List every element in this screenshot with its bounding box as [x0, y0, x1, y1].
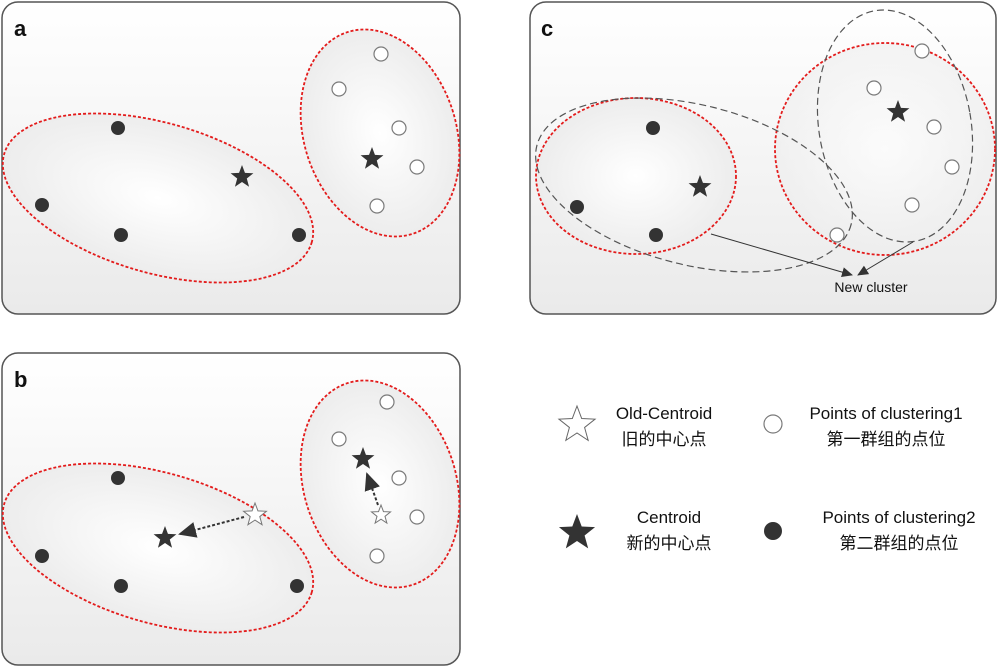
new-cluster-label: New cluster: [834, 279, 907, 295]
cluster2-point: [114, 228, 128, 242]
centroid-star: [886, 100, 910, 122]
centroid-shift-arrow: [178, 516, 245, 538]
centroid-shift-arrow: [364, 472, 380, 506]
panel-c-letter: c: [541, 16, 553, 41]
centroid-star: [230, 165, 254, 187]
cluster2-point: [35, 549, 49, 563]
legend-cluster2-label-zh: 第二群组的点位: [840, 534, 959, 554]
cluster1-point: [369, 198, 385, 214]
new-cluster-arrow: [857, 241, 914, 276]
cluster1-point: [391, 470, 407, 486]
panel-a-letter: a: [14, 16, 27, 41]
panel-b: b: [1, 352, 461, 666]
cluster1-point: [409, 159, 425, 175]
cluster1-point: [914, 43, 930, 59]
legend-centroid-label-zh: 新的中心点: [627, 534, 712, 554]
centroid-star: [153, 526, 177, 548]
new-cluster-outline: [535, 97, 853, 273]
cluster2-point: [570, 200, 584, 214]
centroid-star: [688, 175, 712, 197]
cluster1-point: [944, 159, 960, 175]
panel-a: a: [1, 1, 461, 315]
cluster1-point: [409, 509, 425, 525]
legend-old-centroid-label-en: Old-Centroid: [616, 404, 712, 423]
legend-cluster2-label-en: Points of clustering2: [822, 508, 975, 527]
cluster2-point: [646, 121, 660, 135]
cluster2-outline: [1, 112, 315, 284]
legend-old-centroid: Old-Centroid 旧的中心点: [557, 404, 712, 450]
cluster1-point: [331, 431, 347, 447]
cluster1-point: [829, 227, 845, 243]
panel-c: c New cluster: [529, 1, 997, 315]
filled-star-icon: [558, 514, 596, 549]
cluster1-point: [373, 46, 389, 62]
legend: Old-Centroid 旧的中心点 Centroid 新的中心点 Points…: [557, 404, 976, 554]
legend-cluster1: Points of clustering1 第一群组的点位: [763, 404, 963, 450]
panel-b-letter: b: [14, 367, 27, 392]
legend-centroid: Centroid 新的中心点: [558, 508, 712, 554]
cluster1-outline: [299, 28, 461, 238]
new-cluster-arrow: [710, 233, 853, 278]
hollow-star-icon: [557, 404, 597, 442]
cluster2-point: [292, 228, 306, 242]
centroid-star: [351, 447, 375, 469]
hollow-circle-icon: [763, 414, 783, 434]
old-centroid-star: [370, 503, 392, 525]
centroid-star: [360, 147, 384, 169]
legend-old-centroid-label-zh: 旧的中心点: [622, 430, 707, 450]
cluster2-outline: [535, 97, 737, 255]
cluster1-point: [379, 394, 395, 410]
old-centroid-star: [242, 501, 268, 526]
cluster2-point: [114, 579, 128, 593]
legend-cluster1-label-zh: 第一群组的点位: [827, 430, 946, 450]
cluster1-outline: [774, 42, 996, 256]
legend-cluster1-label-en: Points of clustering1: [809, 404, 962, 423]
cluster1-point: [331, 81, 347, 97]
filled-circle-icon: [764, 522, 782, 540]
cluster2-point: [290, 579, 304, 593]
cluster1-point: [926, 119, 942, 135]
cluster1-point: [866, 80, 882, 96]
cluster2-point: [649, 228, 663, 242]
cluster2-outline: [1, 462, 315, 634]
cluster2-point: [35, 198, 49, 212]
new-cluster-outline: [816, 9, 974, 243]
legend-centroid-label-en: Centroid: [637, 508, 701, 527]
legend-cluster2: Points of clustering2 第二群组的点位: [764, 508, 976, 554]
cluster1-point: [904, 197, 920, 213]
cluster2-point: [111, 121, 125, 135]
cluster1-point: [369, 548, 385, 564]
cluster2-point: [111, 471, 125, 485]
cluster1-point: [391, 120, 407, 136]
